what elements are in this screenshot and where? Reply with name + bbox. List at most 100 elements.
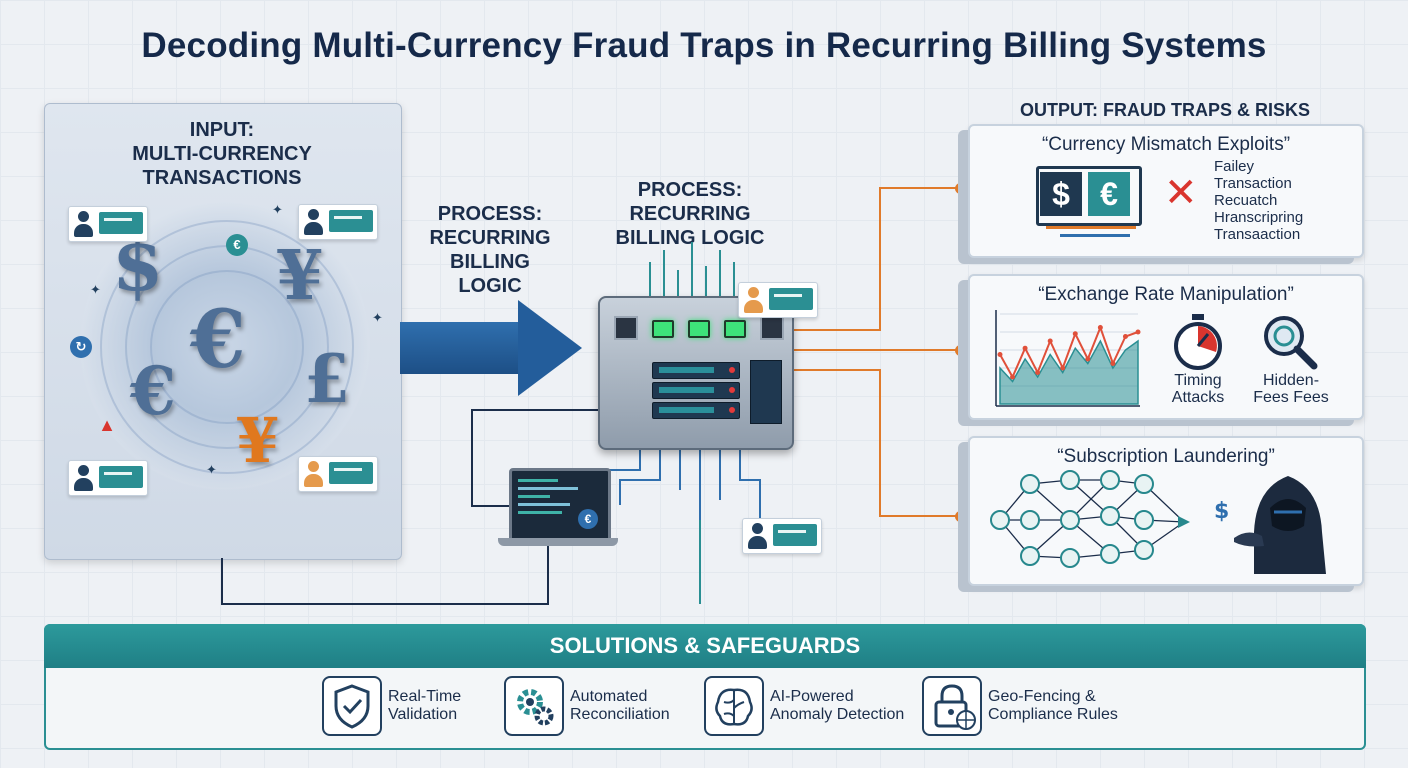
server-display: [750, 360, 782, 424]
svg-text:$: $: [1214, 499, 1229, 524]
sparkle-icon: ✦: [206, 462, 217, 477]
input-label: INPUT: MULTI-CURRENCY TRANSACTIONS: [44, 118, 400, 190]
connector-dot: [955, 183, 966, 194]
process-left-line-3: BILLING: [450, 251, 530, 273]
rate-point: [1110, 361, 1116, 366]
laptop-base: [498, 538, 618, 546]
exchange-rate-chart: [995, 310, 1141, 407]
fail-text-line: Failey: [1214, 158, 1255, 175]
euro-symbol: €: [190, 292, 246, 386]
euro-screen-icon: €: [1088, 172, 1130, 216]
laptop-icon: €: [509, 468, 611, 542]
caption-line: Attacks: [1171, 389, 1225, 406]
process-right-line-2: RECURRING: [629, 203, 751, 225]
swirl-ring: [100, 220, 354, 474]
rate-point: [1135, 329, 1141, 335]
output-label: OUTPUT: FRAUD TRAPS & RISKS: [1019, 100, 1310, 120]
solution-label-line: Real-Time: [388, 688, 462, 705]
solution-label-line: Validation: [388, 706, 458, 723]
rate-point: [997, 352, 1003, 357]
glitch-line: [1060, 234, 1130, 237]
hooded-figure-icon: $: [1214, 476, 1326, 574]
magnifier-icon: [1264, 316, 1318, 370]
user-card: [298, 456, 378, 492]
lock-globe-icon: [922, 676, 982, 736]
rate-point: [1072, 331, 1078, 337]
process-left-line-2: RECURRING: [429, 227, 551, 249]
gears-icon: [504, 676, 564, 736]
page-title: Decoding Multi-Currency Fraud Traps in R…: [141, 26, 1267, 65]
risk-title: “Currency Mismatch Exploits”: [1041, 134, 1291, 155]
drive-bay: [652, 362, 740, 379]
solution-label: Automated Reconciliation: [570, 688, 670, 724]
caption-line: Hidden-: [1262, 372, 1320, 389]
shield-check-icon: [322, 676, 382, 736]
rate-point: [1035, 370, 1041, 375]
glitch-line: [1046, 226, 1136, 229]
timing-attacks-caption: Timing Attacks: [1160, 372, 1236, 406]
user-card: [68, 206, 148, 242]
dollar-screen-icon: $: [1040, 172, 1082, 216]
cpu-chip-icon: [614, 316, 638, 340]
solution-label-line: Anomaly Detection: [770, 706, 905, 723]
cpu-chip-icon: [760, 316, 784, 340]
fail-text: Failey Transaction Recuatch Hranscriprin…: [1214, 158, 1303, 243]
input-label-line-1: INPUT:: [189, 119, 255, 141]
flow-arrow-head: [518, 300, 582, 396]
euro-badge-icon: €: [578, 509, 598, 529]
process-label-left: PROCESS: RECURRING BILLING LOGIC: [410, 202, 570, 298]
rate-point: [1010, 374, 1016, 380]
rate-point: [1060, 365, 1066, 371]
solution-label: Geo-Fencing & Compliance Rules: [988, 688, 1118, 724]
risk-title: “Exchange Rate Manipulation”: [1038, 284, 1294, 305]
brain-icon: [704, 676, 764, 736]
warning-icon: ▲: [98, 415, 116, 435]
solution-label-line: AI-Powered: [770, 688, 854, 705]
solution-label-line: Reconciliation: [570, 706, 670, 723]
yen-symbol: ¥: [276, 236, 324, 316]
user-card: [742, 518, 822, 554]
connector-dot: [955, 511, 966, 522]
drive-bay: [652, 382, 740, 399]
rate-point: [1047, 338, 1053, 344]
refresh-badge-icon: ↻: [70, 336, 92, 358]
risk-title: “Subscription Laundering”: [1057, 446, 1275, 467]
status-led: [688, 320, 710, 338]
process-right-line-3: BILLING LOGIC: [615, 227, 765, 249]
pound-symbol: £: [304, 340, 350, 418]
rate-point: [1097, 325, 1103, 330]
rate-point: [1085, 356, 1091, 362]
solution-label-line: Compliance Rules: [988, 706, 1118, 723]
process-label-right: PROCESS: RECURRING BILLING LOGIC: [605, 178, 775, 250]
laundering-network: [990, 470, 1190, 568]
coin-badge-icon: €: [226, 234, 248, 256]
input-label-line-2: MULTI-CURRENCY: [132, 143, 312, 165]
rate-line-series: [999, 324, 1139, 380]
sparkle-icon: ✦: [372, 310, 383, 325]
swirl-ring: [150, 270, 304, 424]
solution-label-line: Automated: [570, 688, 648, 705]
connector-dot: [955, 345, 966, 356]
fail-x-icon: ✕: [1164, 171, 1198, 215]
rate-area-series: [999, 339, 1139, 405]
status-led: [652, 320, 674, 338]
caption-line: Fees Fees: [1253, 389, 1329, 406]
solution-label: Real-Time Validation: [388, 688, 461, 724]
flow-arrow: [400, 322, 520, 374]
hidden-fees-caption: Hidden- Fees Fees: [1246, 372, 1336, 406]
sparkle-icon: ✦: [90, 282, 101, 297]
fail-text-line: Transaction: [1214, 175, 1292, 192]
yen-symbol-orange: ¥: [236, 404, 280, 477]
process-left-line-4: LOGIC: [458, 275, 522, 297]
user-card: [298, 204, 378, 240]
process-left-line-1: PROCESS:: [437, 203, 543, 225]
rate-point: [1122, 334, 1128, 339]
process-right-line-1: PROCESS:: [637, 179, 743, 201]
solution-label-line: Geo-Fencing &: [988, 688, 1096, 705]
user-card: [68, 460, 148, 496]
input-label-line-3: TRANSACTIONS: [142, 167, 302, 189]
stopwatch-icon: [1174, 314, 1222, 370]
user-card: [738, 282, 818, 318]
caption-line: Timing: [1174, 372, 1222, 389]
